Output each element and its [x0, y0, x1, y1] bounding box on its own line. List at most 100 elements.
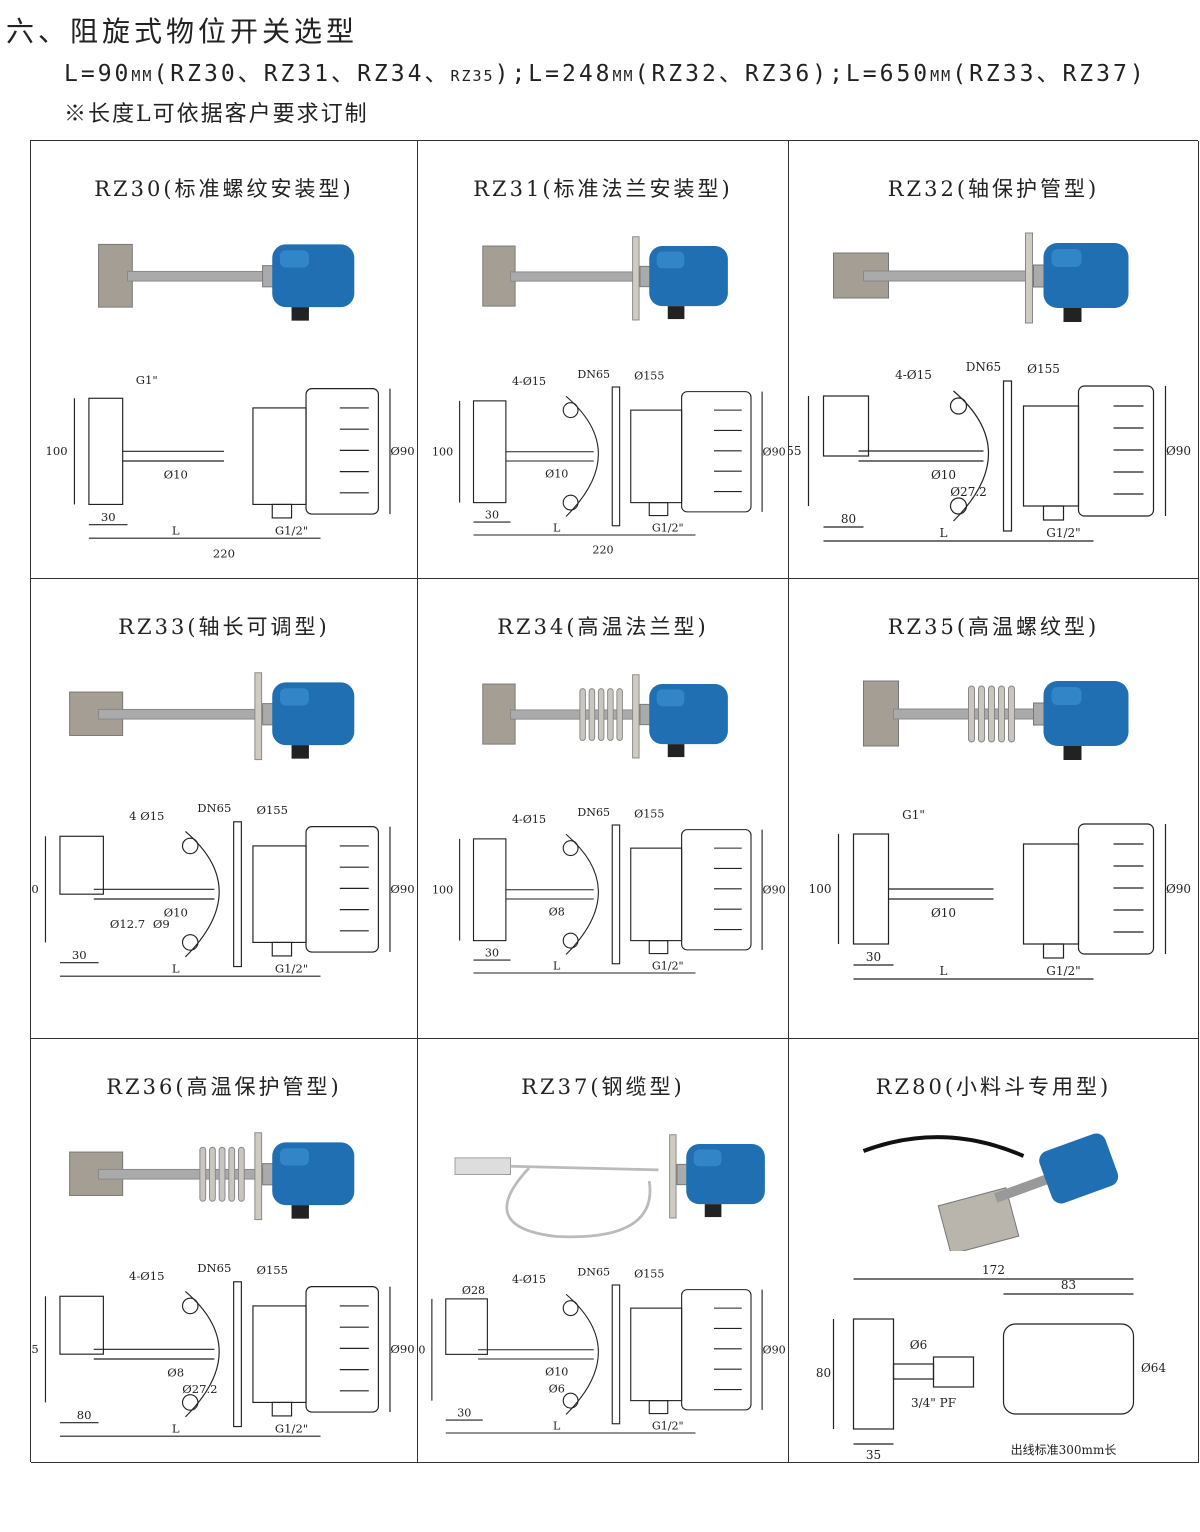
dimension-label-w80: 80 — [77, 1408, 92, 1422]
switch-illustration — [482, 674, 728, 759]
model-cell: RZ37(钢缆型)100Ø9030LG1/2"Ø10Ø64-Ø15DN65Ø15… — [418, 1039, 789, 1463]
dimension-label-g1: G1" — [902, 808, 925, 822]
dimension-label-w83: 83 — [1061, 1278, 1076, 1292]
dimension-label-w30: 30 — [457, 1406, 471, 1419]
dimension-label-g12: G1/2" — [652, 959, 684, 972]
dimension-label-cable: 出线标准300mm长 — [1011, 1443, 1117, 1457]
switch-photo — [69, 1132, 355, 1221]
dimension-label-d6: Ø6 — [549, 1382, 565, 1395]
unit-mm-2: MM — [612, 67, 635, 85]
dimension-label-d27: Ø27.2 — [182, 1382, 217, 1396]
dimension-label-d155: Ø155 — [256, 1263, 288, 1277]
dimension-label-w35: 35 — [866, 1448, 881, 1462]
dimension-label-w30: 30 — [866, 950, 881, 964]
dimension-label-dn: DN65 — [577, 368, 610, 381]
switch-illustration — [69, 672, 355, 761]
dimension-label-d28: Ø28 — [462, 1284, 485, 1297]
dimension-label-d10: Ø10 — [545, 1366, 568, 1379]
dimension-label-total: 220 — [213, 547, 235, 561]
dimension-label-L: L — [940, 964, 948, 978]
dimension-label-d10: Ø10 — [164, 905, 188, 919]
dimension-label-L: L — [553, 1419, 561, 1432]
dimension-label-d155: Ø155 — [634, 370, 664, 383]
length-spec: L=90MM(RZ30、RZ31、RZ34、RZ35);L=248MM(RZ32… — [64, 54, 1147, 88]
dimension-label-h: 100 — [809, 882, 832, 896]
dimension-label-d90: Ø90 — [763, 445, 786, 458]
spec-e: (RZ32、RZ36);L=650 — [634, 61, 931, 87]
dimension-label-thread: 3/4" PF — [911, 1396, 956, 1410]
dimension-label-L: L — [940, 526, 948, 540]
section-heading: 六、阻旋式物位开关选型 — [6, 15, 359, 48]
model-title: RZ80(小料斗专用型) — [875, 1075, 1112, 1099]
switch-photo — [863, 680, 1129, 760]
dimension-label-g12: G1/2" — [1046, 526, 1080, 540]
dimension-label-L: L — [172, 1421, 180, 1435]
dimension-label-d10: Ø10 — [545, 468, 568, 481]
dimension-label-L: L — [553, 959, 561, 972]
dimension-label-dn: DN65 — [197, 801, 231, 815]
switch-illustration — [862, 1133, 1119, 1251]
dimension-label-d10: Ø10 — [164, 467, 188, 481]
model-title: RZ36(高温保护管型) — [106, 1075, 342, 1099]
switch-illustration — [833, 232, 1129, 324]
spec-b: (RZ30、RZ31、RZ34、 — [153, 61, 451, 87]
spec-a: L=90 — [64, 61, 132, 87]
custom-length-note: ※长度L可依据客户要求订制 — [64, 102, 369, 127]
dimension-label-d90: Ø90 — [1166, 882, 1191, 896]
dimension-label-holes: 4-Ø15 — [895, 368, 932, 382]
switch-photo — [862, 1133, 1119, 1251]
dimension-label-w30: 30 — [72, 948, 87, 962]
model-title: RZ30(标准螺纹安装型) — [94, 177, 354, 201]
dimension-label-d6: Ø6 — [910, 1338, 927, 1352]
model-cell: RZ32(轴保护管型)55Ø9080LG1/2"Ø104-Ø15DN65Ø155… — [789, 141, 1199, 579]
switch-photo — [69, 672, 355, 761]
dimension-label-g1: G1" — [136, 373, 158, 387]
dimension-label-d10: Ø10 — [931, 468, 956, 482]
unit-mm-3: MM — [930, 67, 953, 85]
dimension-label-h: 100 — [432, 445, 453, 458]
dimension-label-L: L — [172, 961, 180, 975]
spec-c: RZ35 — [450, 67, 495, 85]
dimension-label-holes: 4 Ø15 — [129, 809, 164, 823]
dimension-label-w172: 172 — [982, 1263, 1005, 1277]
dimension-label-d90: Ø90 — [390, 1342, 414, 1356]
dimension-label-d155: Ø155 — [634, 1268, 664, 1281]
dimension-label-holes: 4-Ø15 — [512, 375, 546, 388]
dimension-label-L: L — [172, 523, 180, 537]
dimension-label-holes: 4-Ø15 — [512, 813, 546, 826]
switch-photo — [482, 236, 728, 321]
switch-illustration — [482, 236, 728, 321]
dimension-label-d90: Ø90 — [390, 882, 414, 896]
dimension-label-d155: Ø155 — [256, 803, 288, 817]
model-title: RZ32(轴保护管型) — [887, 177, 1100, 201]
dimension-label-d155: Ø155 — [634, 808, 664, 821]
dimension-label-dn: DN65 — [197, 1261, 231, 1275]
dimension-label-d27: Ø27.2 — [950, 485, 987, 499]
switch-illustration — [69, 1132, 355, 1221]
switch-photo — [454, 1134, 765, 1239]
dimension-label-g12: G1/2" — [1046, 964, 1080, 978]
dimension-label-w30: 30 — [485, 946, 499, 959]
switch-photo — [98, 243, 355, 321]
switch-photo — [833, 232, 1129, 324]
dimension-label-g12: G1/2" — [275, 523, 308, 537]
switch-illustration — [863, 680, 1129, 760]
switch-photo — [482, 674, 728, 759]
dimension-label-d155: Ø155 — [1027, 362, 1060, 376]
model-cell: RZ36(高温保护管型)55Ø9080LG1/2"Ø84-Ø15DN65Ø155… — [31, 1039, 418, 1463]
dimension-label-g12: G1/2" — [275, 961, 308, 975]
dimension-label-dn: DN65 — [966, 360, 1001, 374]
dimension-label-g12: G1/2" — [652, 521, 684, 534]
dimension-label-L: L — [553, 521, 561, 534]
dimension-label-holes: 4-Ø15 — [512, 1273, 546, 1286]
dimension-label-holes: 4-Ø15 — [129, 1269, 165, 1283]
